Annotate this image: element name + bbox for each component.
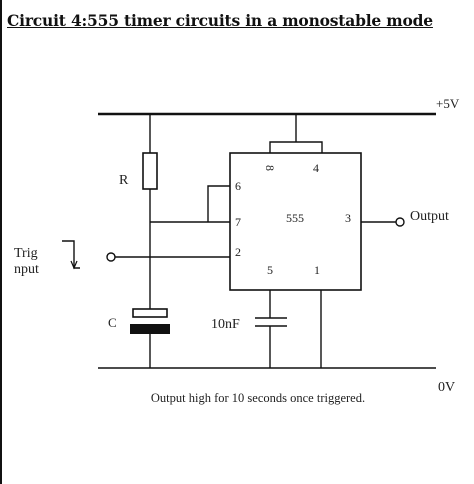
chip-name-555: 555 [286, 211, 304, 225]
pin-label-7: 7 [235, 215, 241, 229]
label-supply-voltage: +5V [436, 96, 460, 111]
page-left-border [0, 0, 2, 484]
label-ground-voltage: 0V [438, 380, 455, 395]
pin-label-8: 8 [263, 165, 277, 171]
diagram-caption: Output high for 10 seconds once triggere… [151, 391, 365, 405]
capacitor-c-bottom-plate [130, 324, 170, 334]
resistor-r [142, 152, 158, 190]
wire-pin6-to-pin7 [207, 185, 230, 222]
label-capacitor-10nf: 10nF [211, 317, 240, 332]
capacitor-c-top-plate [132, 308, 168, 318]
label-trigger-line2: nput [14, 262, 39, 277]
trigger-input-terminal [106, 252, 116, 262]
output-terminal [395, 217, 405, 227]
trigger-arrow-icon [70, 260, 78, 270]
pin-label-6: 6 [235, 179, 241, 193]
label-trigger-line1: Trig [14, 246, 38, 261]
trigger-pulse-symbol [62, 240, 80, 269]
pin-label-5: 5 [267, 263, 273, 277]
label-resistor-r: R [119, 173, 129, 188]
pin-label-4: 4 [313, 161, 319, 175]
pin-label-1: 1 [314, 263, 320, 277]
pin-label-3: 3 [345, 211, 351, 225]
label-output: Output [410, 209, 449, 224]
label-capacitor-c: C [108, 315, 117, 330]
wire-pin8-pin4-bracket [269, 141, 323, 153]
pin-label-2: 2 [235, 245, 241, 259]
diagram-title: Circuit 4:555 timer circuits in a monost… [7, 11, 433, 30]
